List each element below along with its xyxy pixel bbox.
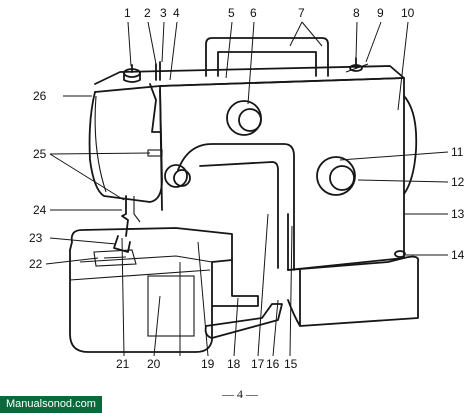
machine-body (159, 77, 405, 271)
callout-14: 14 (451, 248, 465, 262)
callout-11: 11 (451, 145, 464, 159)
callout-6: 6 (250, 6, 257, 20)
callout-23: 23 (29, 231, 43, 245)
callout-17: 17 (251, 357, 265, 371)
callout-3: 3 (160, 6, 167, 20)
callout-16: 16 (266, 357, 280, 371)
machine-base (287, 255, 420, 327)
stitch-width-dial (316, 156, 356, 196)
callout-12: 12 (451, 175, 465, 189)
callout-20: 20 (147, 357, 161, 371)
spool-pin-right (345, 57, 369, 73)
sewing-bed (69, 227, 233, 353)
callout-4: 4 (173, 6, 180, 20)
face-plate (88, 89, 163, 203)
callout-24: 24 (33, 203, 47, 217)
top-cover (94, 65, 405, 93)
handwheel (403, 95, 418, 195)
accessory-door (147, 275, 195, 337)
callout-19: 19 (201, 357, 215, 371)
callout-2: 2 (144, 6, 151, 20)
stitch-length-dial (226, 100, 262, 136)
machine-drawing (69, 37, 420, 353)
presser-foot (113, 235, 131, 253)
callout-7: 7 (298, 6, 305, 20)
callout-21: 21 (116, 357, 130, 371)
callout-26: 26 (33, 89, 47, 103)
callout-5: 5 (228, 6, 235, 20)
needle-plate (93, 249, 137, 267)
callout-25: 25 (33, 147, 47, 161)
leader-lines (45, 21, 449, 357)
power-switch (394, 250, 406, 258)
callout-22: 22 (29, 257, 43, 271)
watermark: Manualsonod.com (0, 396, 102, 413)
thread-guide (155, 61, 161, 81)
callout-18: 18 (227, 357, 241, 371)
callout-15: 15 (284, 357, 298, 371)
tension-knob (164, 164, 191, 188)
callout-labels: 1 2 3 4 5 6 7 8 9 10 11 12 13 14 15 16 1… (29, 6, 465, 401)
spool-pin-left (123, 64, 141, 83)
thread-take-up (147, 149, 163, 157)
extension-leg (204, 259, 283, 339)
free-arm-opening (177, 143, 295, 271)
callout-1: 1 (124, 6, 131, 20)
callout-9: 9 (377, 6, 384, 20)
callout-8: 8 (353, 6, 360, 20)
callout-13: 13 (451, 207, 465, 221)
page-number: — 4 — (221, 387, 259, 401)
carrying-handle (205, 37, 329, 77)
callout-10: 10 (401, 6, 415, 20)
